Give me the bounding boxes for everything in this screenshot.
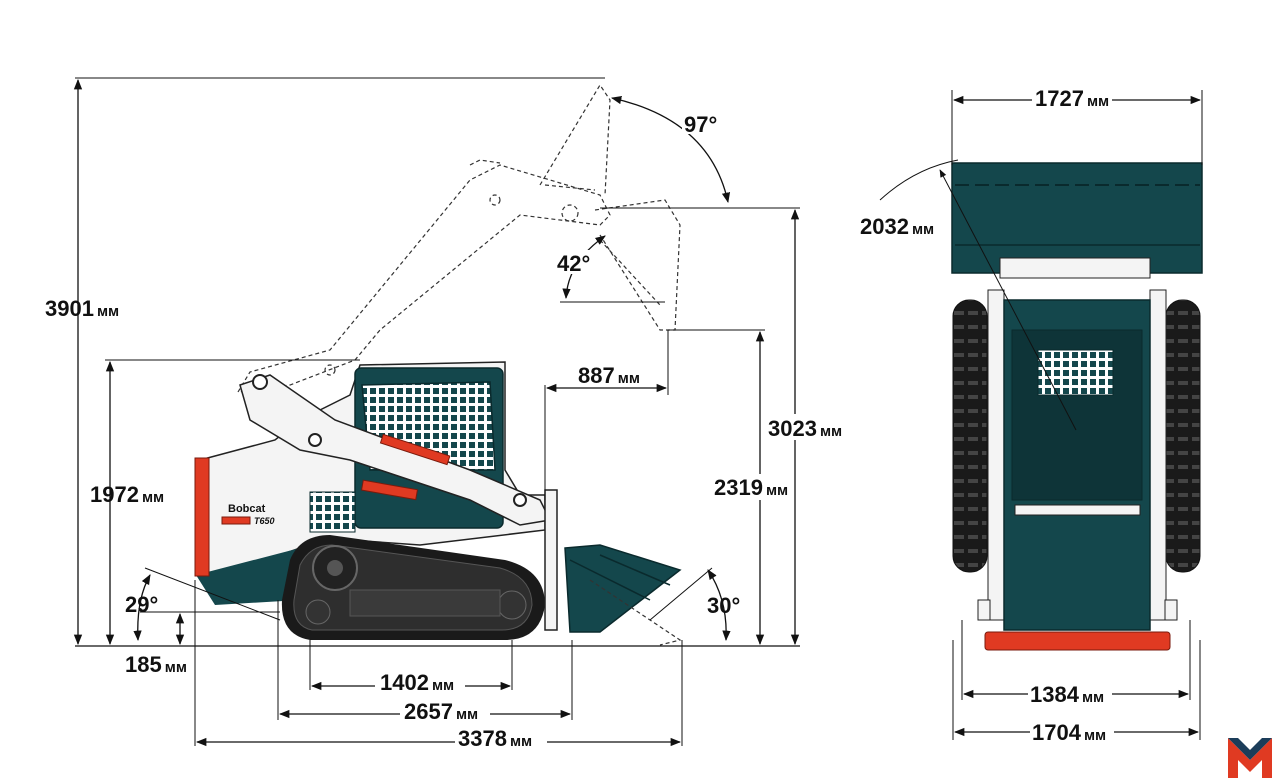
raised-arm-outline bbox=[236, 83, 681, 393]
front-cab-mesh bbox=[1037, 349, 1114, 396]
arm-red-stripe-upper bbox=[379, 433, 451, 466]
bucket-lowered bbox=[544, 489, 682, 646]
model-label: T650 bbox=[254, 516, 275, 526]
dim-30-deg: 30° bbox=[707, 593, 740, 618]
brand-label: Bobcat bbox=[228, 503, 266, 515]
dim-97-deg: 97° bbox=[684, 112, 717, 137]
arm-red-stripe-lower bbox=[360, 479, 419, 501]
model-stripe bbox=[221, 516, 251, 525]
dim-42-deg: 42° bbox=[557, 251, 590, 276]
m-logo bbox=[1228, 738, 1272, 778]
front-red-bumper bbox=[984, 631, 1171, 651]
skid-steer-body: Bobcat T650 bbox=[194, 361, 552, 605]
dim-29-deg: 29° bbox=[125, 592, 158, 617]
front-left-track bbox=[952, 299, 988, 573]
engine-grille bbox=[309, 491, 356, 533]
front-right-track bbox=[1165, 299, 1201, 573]
front-bucket bbox=[951, 162, 1203, 274]
track-assembly bbox=[281, 535, 545, 640]
rear-light-bar bbox=[194, 457, 210, 577]
